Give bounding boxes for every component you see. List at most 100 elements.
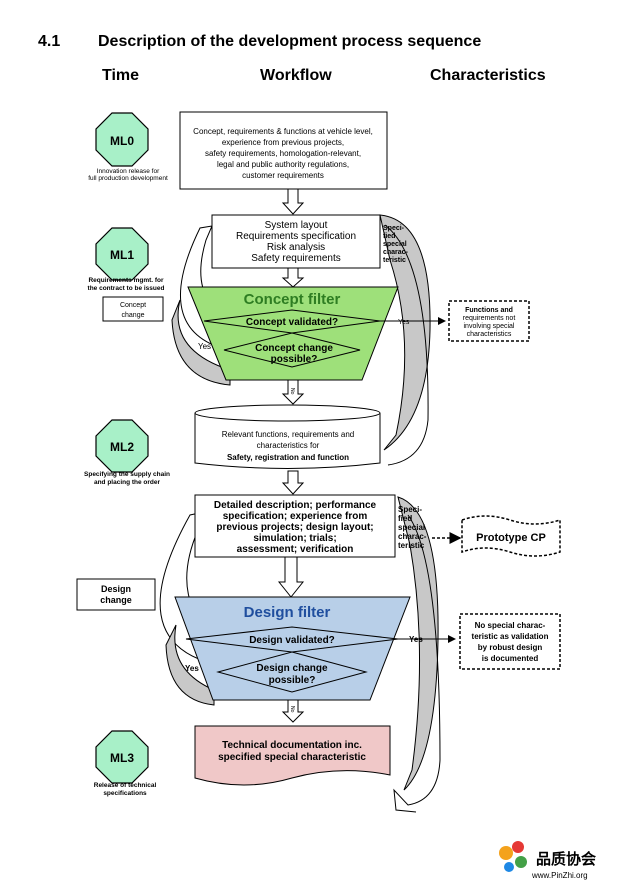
no-special-line-2: teristic as validation xyxy=(472,632,549,641)
down-arrow-2 xyxy=(281,267,305,288)
detailed-description-box xyxy=(194,494,396,558)
section-title: Description of the development process s… xyxy=(98,33,481,50)
logo-name: 品质协会 xyxy=(536,850,596,868)
milestone-ml3-label: ML3 xyxy=(110,751,134,765)
prototype-cp-box xyxy=(461,515,561,557)
no-special-line-3: by robust design xyxy=(478,643,543,652)
design-yes-right: Yes xyxy=(409,635,423,644)
relevant-box-bold: Safety, registration and function xyxy=(227,453,349,462)
design-change-decision xyxy=(216,651,368,693)
logo-dot-blue xyxy=(504,862,514,872)
logo: 品质协会 www.PinZhi.org xyxy=(499,841,596,880)
concept-filter-title: Concept filter xyxy=(244,291,341,308)
milestone-ml0 xyxy=(95,112,149,167)
milestone-ml1-caption-2: the contract to be issued xyxy=(88,285,165,292)
relevant-box-line-2: characteristics for xyxy=(257,441,320,450)
not-involving-line-4: characteristics xyxy=(467,331,512,338)
system-box-line-1: System layout xyxy=(265,220,328,231)
concept-no-label: No xyxy=(289,388,295,395)
milestone-ml1-caption-1: Requirements mgmt. for xyxy=(88,277,164,284)
design-change-text-2: possible? xyxy=(269,675,316,686)
concept-box-line-5: customer requirements xyxy=(242,171,324,180)
relevant-functions-store xyxy=(194,413,381,469)
spec-char-1-line-1: Speci- xyxy=(383,225,405,232)
detailed-box-line-2: specification; experience from xyxy=(223,511,368,522)
relevant-box-line-1: Relevant functions, requirements and xyxy=(222,430,355,439)
concept-box-line-2: experience from previous projects, xyxy=(222,138,344,147)
not-involving-line-2: requirements not xyxy=(463,315,516,322)
detailed-box-line-5: assessment; verification xyxy=(237,544,354,555)
feedback-flow-upper xyxy=(379,214,431,451)
design-change-box xyxy=(76,578,156,611)
column-workflow: Workflow xyxy=(260,67,332,84)
loop-fill-design xyxy=(165,624,215,706)
no-special-line-4: is documented xyxy=(482,654,539,663)
design-validated-text: Design validated? xyxy=(249,635,335,646)
spec-char-2-line-2: fied xyxy=(398,514,412,523)
concept-requirements-box xyxy=(179,111,388,190)
concept-change-text-1: Concept change xyxy=(255,343,333,354)
concept-validated-text: Concept validated? xyxy=(246,317,338,328)
concept-change-line-1: Concept xyxy=(120,302,146,309)
tech-doc-line-1: Technical documentation inc. xyxy=(222,740,362,751)
not-involving-line-3: involving special xyxy=(464,323,515,330)
no-special-box xyxy=(459,613,561,670)
milestone-ml3-caption-2: specifications xyxy=(103,790,147,797)
no-special-line-1: No special charac- xyxy=(475,621,546,630)
not-involving-box xyxy=(448,300,530,342)
milestone-ml2-label: ML2 xyxy=(110,440,134,454)
design-change-text-1: Design change xyxy=(256,663,328,674)
spec-char-1-line-4: charac- xyxy=(383,249,409,256)
milestone-ml0-caption-2: full production development xyxy=(88,175,168,182)
logo-url: www.PinZhi.org xyxy=(531,871,588,880)
design-filter xyxy=(174,596,411,701)
system-box-line-2: Requirements specification xyxy=(236,231,356,242)
feedback-arrow-lower xyxy=(393,514,441,813)
concept-yes-right: Yes xyxy=(398,319,410,326)
design-yes-left: Yes xyxy=(185,664,199,673)
milestone-ml3 xyxy=(95,730,149,784)
design-no-label: No xyxy=(289,706,295,713)
detailed-box-line-1: Detailed description; performance xyxy=(214,500,377,511)
logo-dot-red xyxy=(512,841,524,853)
spec-char-2-line-3: special xyxy=(398,523,425,532)
feedback-arrow-upper xyxy=(384,224,429,466)
design-change-line-2: change xyxy=(100,595,132,605)
down-arrow-1 xyxy=(281,188,305,215)
not-involving-line-1: Functions and xyxy=(465,307,513,314)
milestone-ml1-label: ML1 xyxy=(110,248,134,262)
column-characteristics: Characteristics xyxy=(430,67,546,84)
down-arrow-3 xyxy=(281,379,305,405)
milestone-ml0-label: ML0 xyxy=(110,134,134,148)
prototype-cp-label: Prototype CP xyxy=(476,532,546,544)
tech-doc-line-2: specified special characteristic xyxy=(218,752,366,763)
relevant-functions-store-top xyxy=(194,404,381,422)
feedback-flow-lower xyxy=(397,496,439,791)
concept-change-text-2: possible? xyxy=(271,354,318,365)
milestone-ml3-caption-1: Release of technical xyxy=(94,782,157,789)
down-arrow-5 xyxy=(277,556,305,598)
down-arrow-6 xyxy=(281,699,305,723)
milestone-ml2-caption-2: and placing the order xyxy=(94,479,161,486)
system-box-line-3: Risk analysis xyxy=(267,242,325,253)
milestone-ml2 xyxy=(95,419,149,473)
section-number: 4.1 xyxy=(38,33,60,50)
spec-char-2-line-5: teristic xyxy=(398,541,425,550)
spec-char-1-line-3: special xyxy=(383,241,407,248)
down-arrow-4 xyxy=(281,470,305,495)
system-box-line-4: Safety requirements xyxy=(251,253,341,264)
logo-dot-green xyxy=(515,856,527,868)
design-filter-title: Design filter xyxy=(244,604,331,621)
column-time: Time xyxy=(102,67,139,84)
concept-change-box xyxy=(102,296,164,322)
design-change-line-1: Design xyxy=(101,584,131,594)
spec-char-2-line-1: Speci- xyxy=(398,505,422,514)
milestone-ml1 xyxy=(95,227,149,281)
technical-documentation xyxy=(194,725,391,786)
milestone-ml2-caption-1: Specifying the supply chain xyxy=(84,471,170,478)
milestone-ml0-caption-1: Innovation release for xyxy=(97,168,160,175)
detailed-box-line-3: previous projects; design layout; xyxy=(216,522,373,533)
concept-box-line-4: legal and public authority regulations, xyxy=(217,160,349,169)
